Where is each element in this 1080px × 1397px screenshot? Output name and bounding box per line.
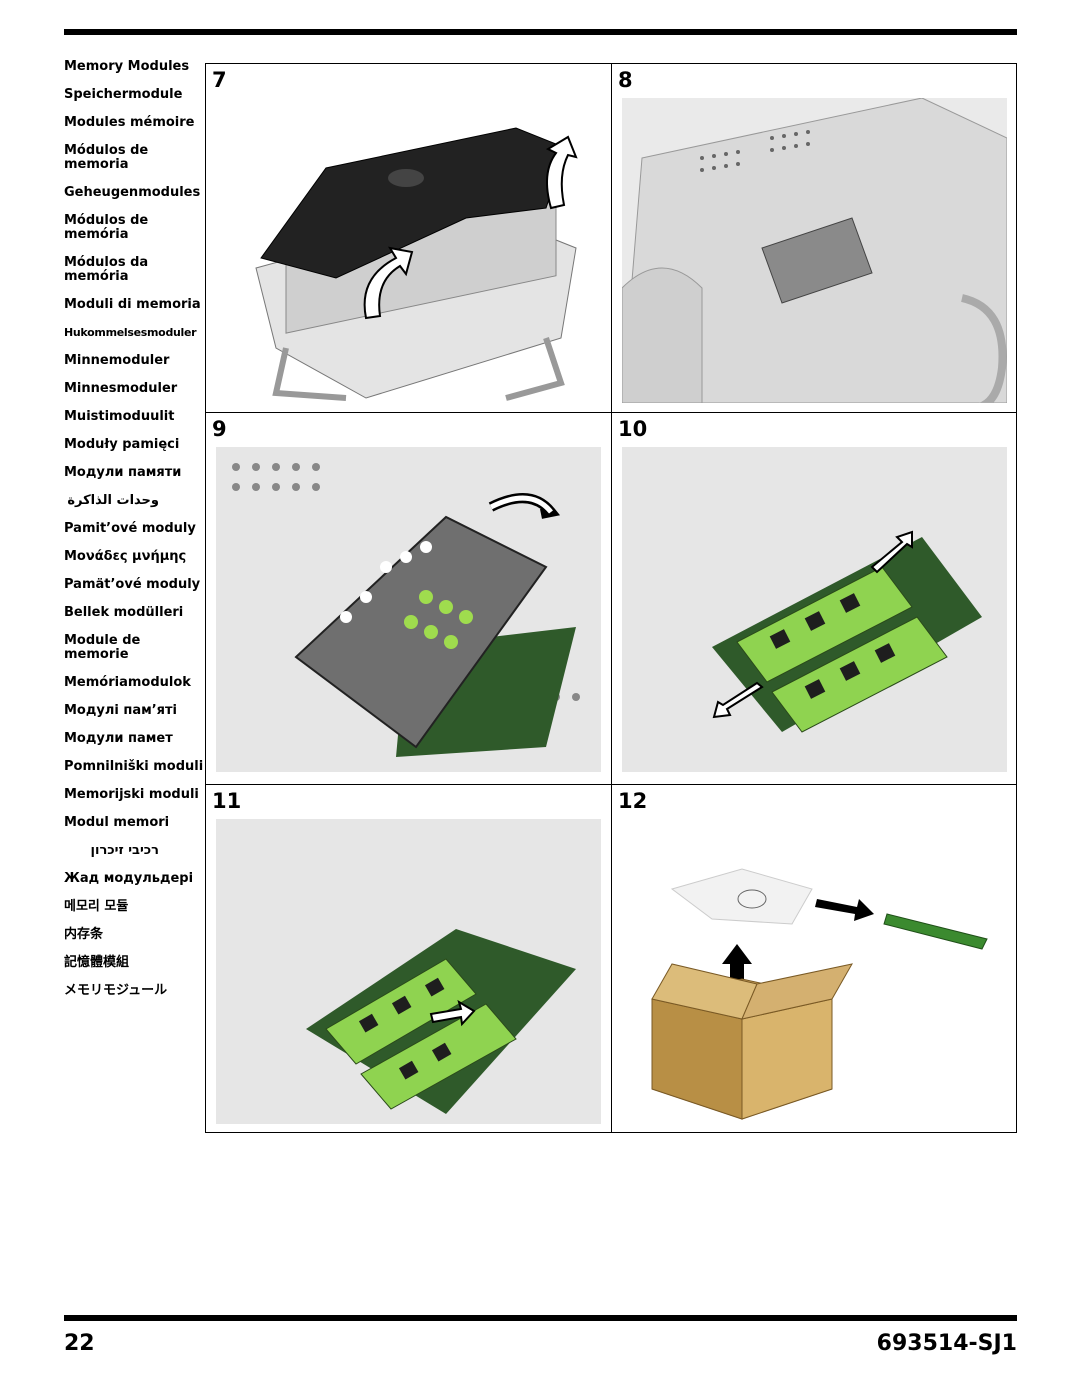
open-memory-cover-illustration <box>216 447 601 772</box>
language-label: 메모리 모듈 <box>64 899 129 914</box>
language-label: Moduli di memoria <box>64 297 201 312</box>
step-number: 10 <box>618 417 648 441</box>
step-grid: 7 8 9 <box>205 63 1017 1133</box>
document-code: 693514-SJ1 <box>876 1331 1017 1356</box>
language-label: Módulos da memória <box>64 255 149 284</box>
remove-memory-module-illustration <box>216 819 601 1124</box>
language-label: وحدات الذاكرة <box>67 493 159 508</box>
language-label: Modul memori <box>64 815 170 830</box>
language-label: 内存条 <box>64 927 104 942</box>
language-label: Модули памет <box>64 731 173 746</box>
step-number: 12 <box>618 789 648 813</box>
language-label: רכיבי זיכרון <box>90 843 159 858</box>
language-label: Module de memorie <box>64 633 141 662</box>
step-9-panel: 9 <box>206 413 611 784</box>
language-label: Жад модульдері <box>64 871 194 886</box>
grid-divider <box>611 64 612 1132</box>
language-label: Модулі пам’яті <box>64 703 178 718</box>
pack-memory-module-illustration <box>651 868 988 1120</box>
top-rule <box>64 29 1017 35</box>
page-number: 22 <box>64 1331 95 1356</box>
language-label: Minnesmoduler <box>64 381 178 396</box>
language-label: Modules mémoire <box>64 115 195 130</box>
language-label: Μονάδες μνήμης <box>64 549 187 564</box>
language-label: Geheugenmodules <box>64 185 201 200</box>
step-number: 7 <box>212 68 227 92</box>
language-label: メモリモジュール <box>64 983 168 998</box>
language-label: Pomnilniški moduli <box>64 759 204 774</box>
language-label: Bellek modülleri <box>64 605 184 620</box>
language-label: Memóriamodulok <box>64 675 191 690</box>
language-label: Модули памяти <box>64 465 182 480</box>
language-label: Memory Modules <box>64 59 190 74</box>
step-number: 11 <box>212 789 242 813</box>
step-10-panel: 10 <box>612 413 1018 784</box>
grid-divider <box>206 412 1016 413</box>
step-number: 9 <box>212 417 227 441</box>
grid-divider <box>206 784 1016 785</box>
step-11-panel: 11 <box>206 785 611 1134</box>
language-label: Pamät’ové moduly <box>64 577 201 592</box>
step-number: 8 <box>618 68 633 92</box>
language-label: Speichermodule <box>64 87 183 102</box>
remove-back-cover-illustration <box>255 127 578 401</box>
language-label: Memorijski moduli <box>64 787 199 802</box>
language-label: Módulos de memoria <box>64 143 149 172</box>
step-12-panel: 12 <box>612 785 1018 1134</box>
language-label: Pamit’ové moduly <box>64 521 196 536</box>
language-label: Moduły pamięci <box>64 437 180 452</box>
language-label: 記憶體模組 <box>64 955 130 970</box>
language-label: Módulos de memória <box>64 213 149 242</box>
step-8-panel: 8 <box>612 64 1018 412</box>
language-label: Minnemoduler <box>64 353 170 368</box>
release-memory-clips-illustration <box>622 447 1007 772</box>
language-label: Hukommelsesmoduler <box>64 326 197 339</box>
step-7-panel: 7 <box>206 64 611 412</box>
language-label: Muistimoduulit <box>64 409 175 424</box>
chassis-illustration <box>622 98 1007 403</box>
bottom-rule <box>64 1315 1017 1321</box>
language-list: Memory Modules Speichermodule Modules mé… <box>64 60 204 1012</box>
